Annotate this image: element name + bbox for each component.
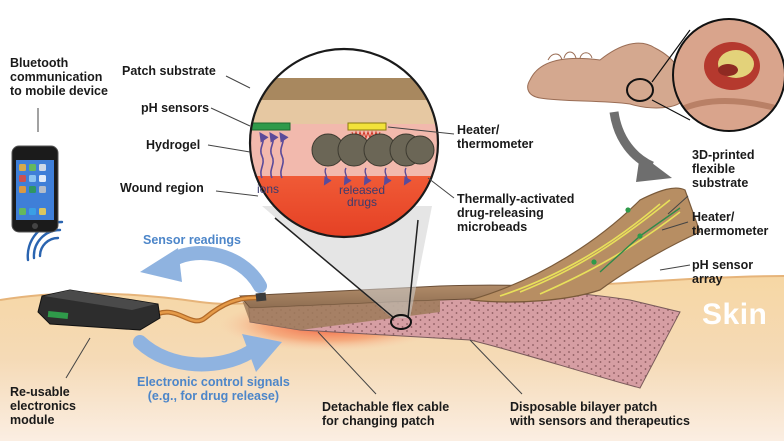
- ph-array-label-line1: pH sensor: [692, 258, 754, 272]
- control-label-line1: Electronic control signals: [137, 375, 290, 389]
- heater-label-line1: Heater/: [457, 123, 500, 137]
- control-label-line2: (e.g., for drug release): [147, 389, 280, 403]
- ph-sensor-array-label: pH sensor array: [692, 258, 753, 286]
- heater2-label-line2: thermometer: [692, 224, 769, 238]
- sensor-readings-arrow: [140, 246, 267, 293]
- wound-region-label: Wound region: [120, 181, 204, 195]
- heater-label-line2: thermometer: [457, 137, 534, 151]
- bluetooth-label-line1: Bluetooth: [10, 56, 69, 70]
- drugs-label-line2: drugs: [346, 195, 378, 209]
- heater-element: [347, 122, 387, 131]
- electronic-control-label: Electronic control signals (e.g., for dr…: [137, 375, 290, 403]
- released-drugs-label: released drugs: [332, 184, 392, 208]
- skin-label: Skin: [702, 298, 768, 331]
- printed-substrate: [469, 187, 701, 303]
- flex-cable: [148, 292, 267, 324]
- control-signals-arrow: [133, 334, 282, 372]
- thermal-label-line3: microbeads: [457, 220, 528, 234]
- printed-label-line3: substrate: [692, 176, 749, 190]
- thermal-label-line1: Thermally-activated: [457, 192, 575, 206]
- ph-sensor-element: [250, 122, 291, 131]
- magnifier-cone: [262, 206, 432, 330]
- cable-label-line1: Detachable flex cable: [322, 400, 450, 414]
- foot-wound-photo: [527, 18, 784, 132]
- patch-substrate-layer: [250, 78, 438, 100]
- heater-thermometer-label-2: Heater/ thermometer: [692, 210, 768, 238]
- module-label-line2: electronics: [10, 399, 77, 413]
- patch-substrate-label: Patch substrate: [122, 64, 216, 78]
- ph-array-label-line2: array: [692, 272, 723, 286]
- ions-label: ions: [256, 182, 279, 196]
- detachable-cable-label: Detachable flex cable for changing patch: [322, 400, 449, 428]
- printed-label-line1: 3D-printed: [692, 148, 755, 162]
- bluetooth-label-line2: communication: [10, 70, 103, 84]
- cable-label-line2: for changing patch: [322, 414, 435, 428]
- module-label-line1: Re-usable: [10, 385, 70, 399]
- heater2-label-line1: Heater/: [692, 210, 735, 224]
- leader-lines: [37, 75, 691, 395]
- patch-label-line1: Disposable bilayer patch: [510, 400, 658, 414]
- thermal-label-line2: drug-releasing: [457, 206, 544, 220]
- process-arrow: [609, 111, 672, 182]
- reusable-module-label: Re-usable electronics module: [10, 385, 76, 427]
- patch-label-line2: with sensors and therapeutics: [510, 414, 690, 428]
- drugs-label-line1: released: [338, 183, 386, 197]
- disposable-patch-label: Disposable bilayer patch with sensors an…: [510, 400, 690, 428]
- printed-substrate-label: 3D-printed flexible substrate: [692, 148, 755, 190]
- bluetooth-label-line3: to mobile device: [10, 84, 108, 98]
- heater-thermometer-label: Heater/ thermometer: [457, 123, 533, 151]
- electronics-module: [37, 289, 161, 331]
- smartphone-icon: [11, 145, 59, 233]
- ph-sensors-label: pH sensors: [141, 101, 210, 115]
- thermally-activated-label: Thermally-activated drug-releasing micro…: [457, 192, 574, 234]
- bluetooth-label: Bluetooth communication to mobile device: [10, 56, 108, 98]
- module-label-line3: module: [10, 413, 55, 427]
- printed-label-line2: flexible: [692, 162, 736, 176]
- hydrogel-label: Hydrogel: [146, 138, 201, 152]
- sensor-readings-label: Sensor readings: [143, 233, 241, 247]
